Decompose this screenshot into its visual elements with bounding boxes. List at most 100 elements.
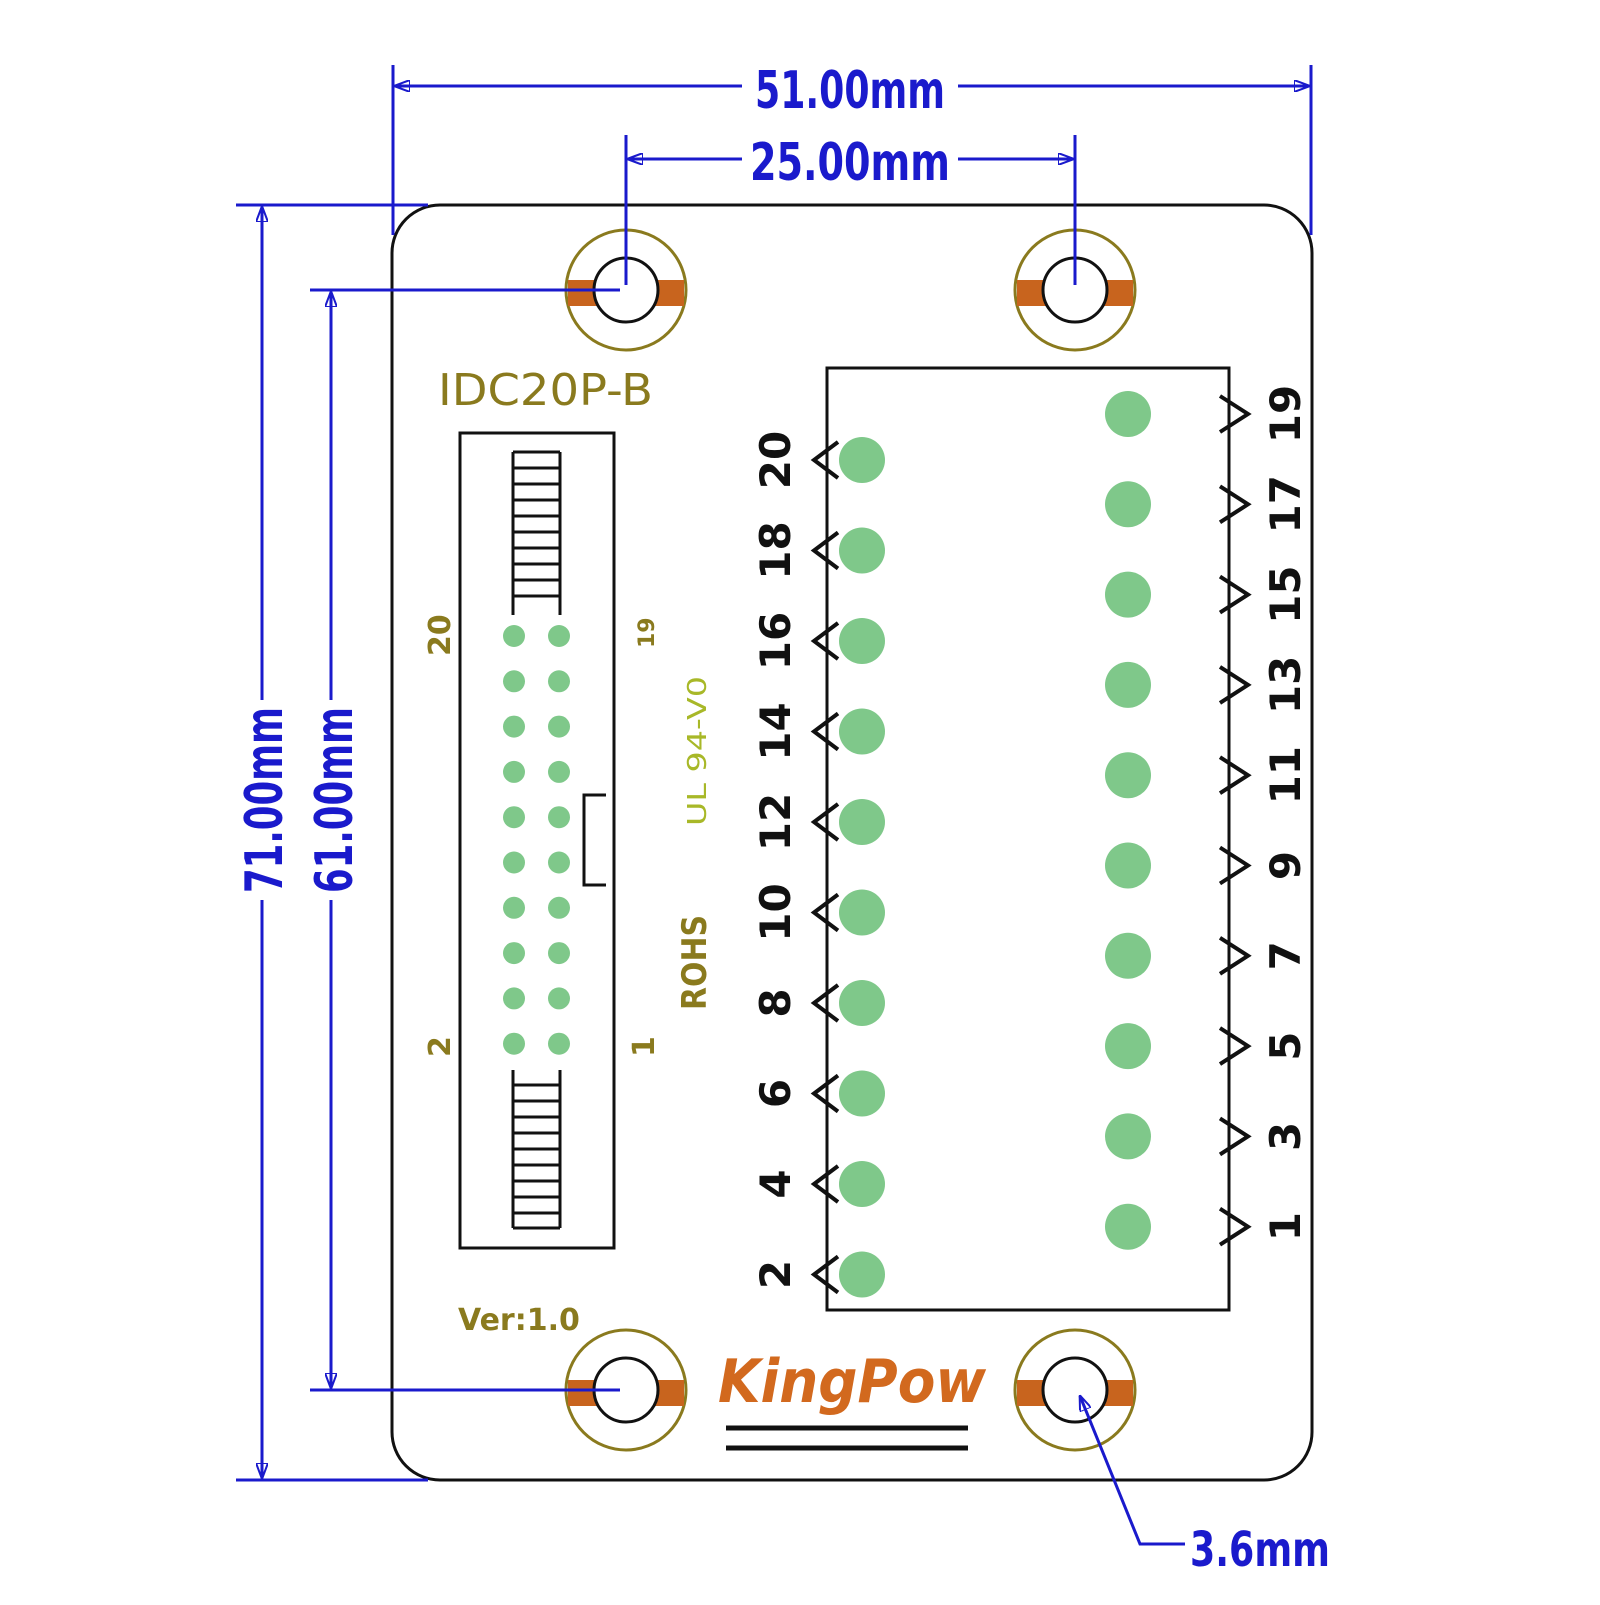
terminal-block-outline <box>825 366 1231 1312</box>
terminal-pad-13 <box>1105 661 1151 708</box>
terminal-label-19: 19 <box>1261 385 1310 443</box>
terminal-label-6: 6 <box>751 1079 800 1108</box>
terminal-pad-9 <box>1105 842 1151 889</box>
terminal-arrow-14 <box>810 711 840 752</box>
idc-pin-even <box>503 896 525 919</box>
terminal-label-10: 10 <box>751 883 800 941</box>
dimension-width-outer: 51.00mm <box>395 61 1309 121</box>
idc-pin-even <box>503 851 525 874</box>
dimension-height-outer-label: 71.00mm <box>235 707 295 893</box>
terminal-pad-1 <box>1105 1203 1151 1250</box>
terminal-arrow-4 <box>810 1164 840 1204</box>
rohs-label: ROHS <box>675 915 715 1010</box>
terminal-label-1: 1 <box>1261 1212 1310 1241</box>
idc-pin-label-1: 1 <box>627 1036 662 1057</box>
terminal-label-17: 17 <box>1261 475 1310 533</box>
terminal-pad-4 <box>839 1161 885 1207</box>
terminal-label-7: 7 <box>1261 941 1310 970</box>
idc-pin-odd <box>548 851 570 874</box>
brand-logo: KingPow <box>718 1347 987 1417</box>
terminal-pad-3 <box>1105 1113 1151 1160</box>
idc-pin-even <box>503 942 525 965</box>
terminal-label-3: 3 <box>1261 1122 1310 1151</box>
terminal-label-16: 16 <box>751 612 800 670</box>
terminal-label-2: 2 <box>751 1260 800 1289</box>
idc-pin-label-19: 19 <box>635 617 660 648</box>
terminal-label-12: 12 <box>751 793 800 851</box>
terminal-pad-17 <box>1105 481 1151 528</box>
terminal-arrow-5 <box>1218 1026 1252 1066</box>
terminal-pad-10 <box>839 889 885 936</box>
idc-pin-even <box>503 987 525 1010</box>
terminal-arrow-3 <box>1218 1116 1252 1157</box>
idc-pin-odd <box>548 670 570 693</box>
idc-pin-label-20: 20 <box>423 614 458 656</box>
dimension-width-holes-label: 25.00mm <box>750 133 950 193</box>
terminal-label-9: 9 <box>1261 851 1310 880</box>
dimension-hole-diameter-label: 3.6mm <box>1190 1522 1330 1578</box>
terminal-arrow-1 <box>1218 1207 1252 1247</box>
idc-pin-odd <box>548 1032 570 1055</box>
terminal-arrow-20 <box>810 440 840 480</box>
idc-pin-even <box>503 715 525 738</box>
terminal-pad-16 <box>839 618 885 664</box>
dimension-height-holes-label: 61.00mm <box>305 707 365 893</box>
terminal-pad-2 <box>839 1251 885 1298</box>
idc-pin-label-2: 2 <box>423 1036 458 1057</box>
idc-pin-even <box>503 760 525 783</box>
idc-pin-odd <box>548 987 570 1010</box>
idc-pin-odd <box>548 806 570 829</box>
dimension-height-outer: 71.00mm <box>235 207 295 1478</box>
terminal-label-11: 11 <box>1261 746 1310 804</box>
terminal-label-13: 13 <box>1261 656 1310 714</box>
idc-pin-odd <box>548 715 570 738</box>
terminal-arrow-6 <box>810 1073 840 1114</box>
terminal-label-18: 18 <box>751 521 800 579</box>
dimension-hole-diameter: 3.6mm <box>1080 1396 1330 1578</box>
terminal-pad-19 <box>1105 391 1151 437</box>
terminal-pad-6 <box>839 1070 885 1117</box>
terminal-label-15: 15 <box>1261 565 1310 623</box>
idc-pin-even <box>503 806 525 829</box>
terminal-arrow-12 <box>810 802 840 842</box>
terminal-arrow-18 <box>810 530 840 571</box>
idc-pin-odd <box>548 625 570 647</box>
ul-mark-label: UL 94-V0 <box>683 676 713 826</box>
idc-pin-grid <box>503 625 570 1055</box>
terminal-arrow-8 <box>810 983 840 1023</box>
terminal-arrow-19 <box>1218 394 1252 434</box>
idc-pin-even <box>503 1032 525 1055</box>
idc-pin-even <box>503 625 525 647</box>
terminal-arrow-11 <box>1218 755 1252 795</box>
terminal-label-8: 8 <box>751 988 800 1017</box>
idc-header: 20 19 2 1 <box>423 431 662 1250</box>
terminal-pad-15 <box>1105 571 1151 618</box>
terminal-arrow-17 <box>1218 484 1252 524</box>
terminal-pad-7 <box>1105 932 1151 979</box>
terminal-label-14: 14 <box>751 702 800 760</box>
terminal-arrow-9 <box>1218 845 1252 886</box>
terminal-arrow-2 <box>810 1254 840 1295</box>
dimension-width-outer-label: 51.00mm <box>755 61 945 121</box>
terminal-pad-5 <box>1105 1023 1151 1070</box>
terminal-arrow-16 <box>810 621 840 661</box>
dimension-height-holes: 61.00mm <box>305 292 365 1388</box>
terminal-pad-20 <box>839 437 885 483</box>
terminal-label-4: 4 <box>751 1169 800 1198</box>
idc-pin-odd <box>548 942 570 965</box>
version-label: Ver:1.0 <box>458 1303 580 1338</box>
idc-header-body <box>458 431 616 1250</box>
idc-latch-bottom <box>511 1070 562 1230</box>
terminal-arrow-10 <box>810 892 840 933</box>
terminal-arrow-13 <box>1218 665 1252 705</box>
terminal-arrow-15 <box>1218 574 1252 615</box>
mounting-hole-bottom-left <box>564 1328 688 1452</box>
terminal-pad-8 <box>839 980 885 1026</box>
terminal-pad-12 <box>839 799 885 845</box>
dimension-width-holes: 25.00mm <box>628 133 1073 193</box>
terminal-pad-14 <box>839 708 885 755</box>
